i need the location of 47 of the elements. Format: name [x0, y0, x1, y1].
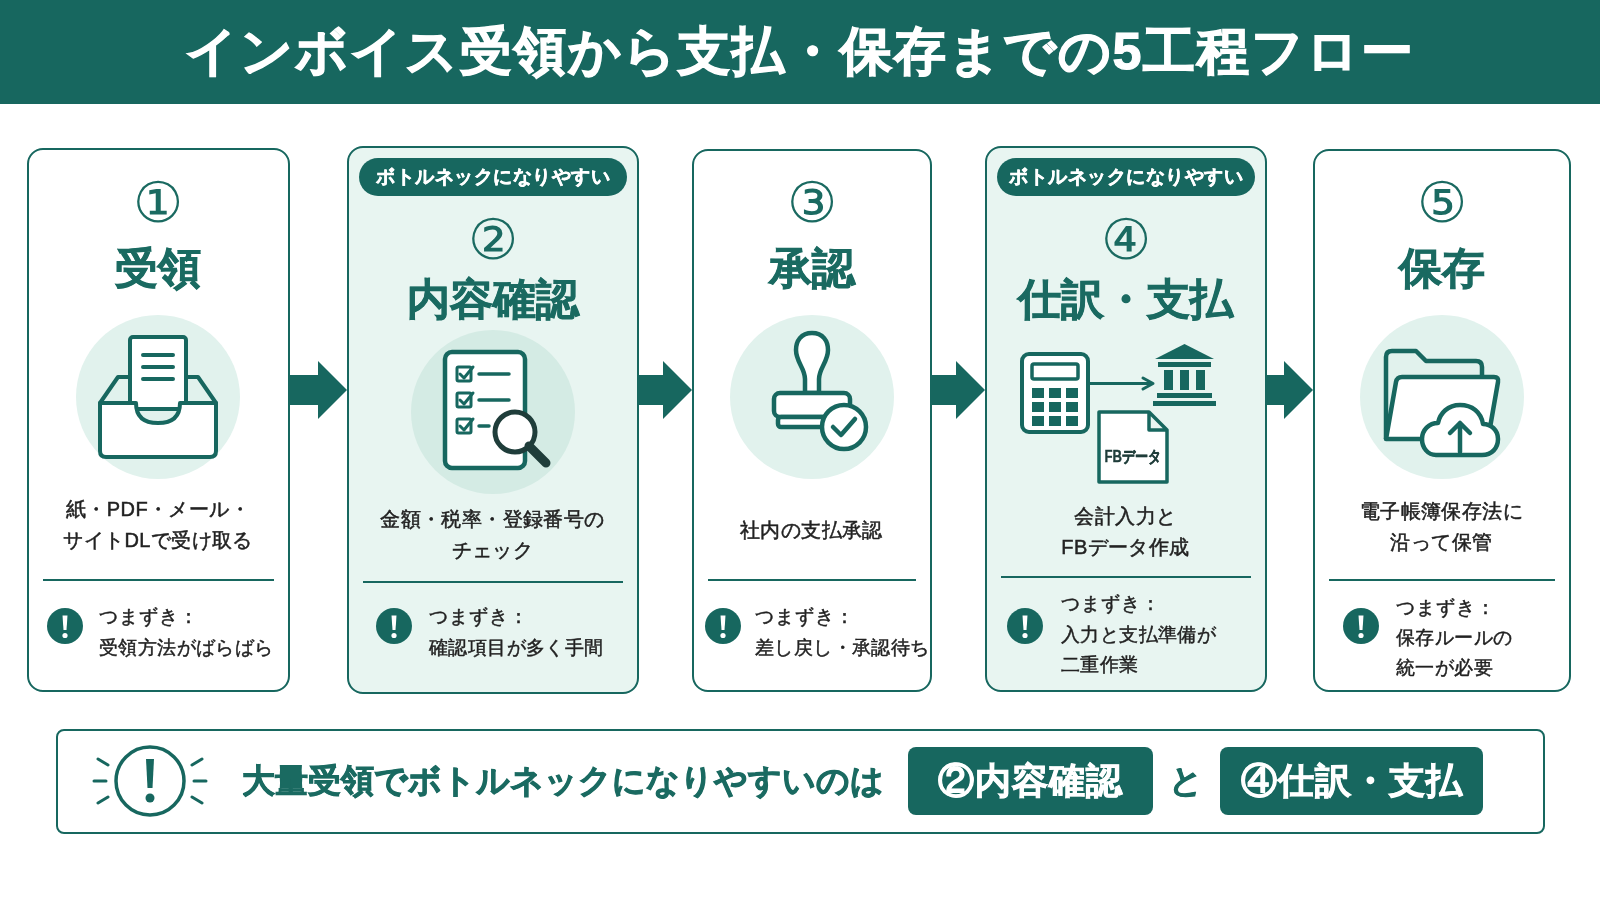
step-card: [985, 146, 1267, 692]
step-number: ④: [1100, 212, 1151, 268]
issue-text: 受領方法がばらばら: [99, 636, 274, 660]
step-title: 承認: [768, 244, 855, 294]
issue-text: 入力と支払準備が二重作業: [1061, 623, 1217, 677]
calculator-icon: [1020, 352, 1090, 434]
issue-text: 差し戻し・承認待ち: [755, 636, 930, 660]
flow-arrow: [932, 361, 985, 419]
issue-label: つまずき：: [1061, 592, 1161, 616]
step-title: 保存: [1398, 244, 1485, 294]
bottleneck-badge: ボトルネックになりやすい: [997, 158, 1255, 196]
issue-text: 保存ルールの統一が必要: [1396, 626, 1513, 680]
issue-label: つまずき：: [755, 605, 855, 629]
step-description: 会計入力とFBデータ作成: [1061, 504, 1190, 560]
step-description: 社内の支払承認: [740, 517, 883, 543]
flow-arrow: [1267, 361, 1313, 419]
highlight-badge: ④仕訳・支払: [1220, 747, 1483, 815]
issue-label: つまずき：: [429, 605, 529, 629]
step-description: 金額・税率・登録番号のチェック: [380, 507, 605, 563]
flow-arrow: [290, 361, 347, 419]
step-number: ①: [133, 175, 183, 231]
step-title: 受領: [115, 244, 201, 294]
step-description: 紙・PDF・メール・サイトDLで受け取る: [63, 497, 253, 553]
document-shape: [1097, 410, 1169, 484]
step-card: [692, 149, 932, 692]
step-description: 電子帳簿保存法に沿って保管: [1359, 499, 1524, 555]
flow-arrow: [639, 361, 692, 419]
step-number: ③: [786, 175, 837, 231]
issue-text: 確認項目が多く手間: [429, 636, 604, 660]
highlight-badge: ②内容確認: [908, 747, 1153, 815]
step-title: 仕訳・支払: [1018, 275, 1233, 325]
summary-text: 大量受領でボトルネックになりやすいのは: [242, 761, 884, 801]
bottleneck-badge: ボトルネックになりやすい: [359, 158, 627, 196]
step-number: ⑤: [1416, 175, 1467, 231]
step-title: 内容確認: [406, 275, 579, 325]
issue-label: つまずき：: [99, 605, 199, 629]
title-banner: インボイス受領から支払・保存までの5工程フロー: [0, 0, 1600, 104]
step-card: [347, 146, 639, 694]
step-card: [1313, 149, 1571, 692]
summary-box: [56, 729, 1545, 834]
conjunction-text: と: [1169, 761, 1203, 801]
step-card: [27, 148, 290, 692]
issue-label: つまずき：: [1396, 596, 1496, 620]
arrow: [1090, 376, 1155, 391]
step-number: ②: [467, 212, 518, 268]
bank-icon: [1153, 342, 1216, 406]
document-label: FBデータ: [1104, 449, 1162, 466]
